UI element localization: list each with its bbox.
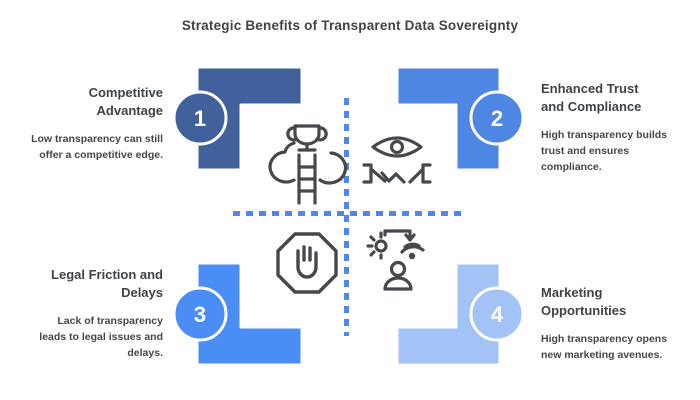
trophy-ladder-icon [268, 124, 348, 205]
quadrant-3-text: Legal Friction and Delays Lack of transp… [5, 266, 163, 361]
block-shape-1 [195, 65, 304, 172]
number-badge-1 [172, 90, 228, 146]
number-badge-4 [469, 286, 525, 342]
quadrant-4-text: Marketing Opportunities High transparenc… [541, 284, 693, 364]
number-label-1: 1 [194, 106, 206, 131]
quadrant-1-heading: Competitive Advantage [88, 85, 163, 118]
page-title: Strategic Benefits of Transparent Data S… [181, 18, 519, 33]
quadrant-4-description: High transparency opens new marketing av… [541, 333, 668, 361]
number-badge-2 [469, 90, 525, 146]
eye-handshake-icon [362, 136, 432, 184]
quadrant-1-description: Low transparency can still offer a compe… [31, 133, 163, 161]
quadrant-4-heading: Marketing Opportunities [541, 285, 627, 318]
quadrant-3-description: Lack of transparency leads to legal issu… [39, 315, 163, 359]
quadrant-2-heading: Enhanced Trust and Compliance [541, 81, 642, 114]
number-label-2: 2 [491, 106, 503, 131]
stop-hand-icon [276, 232, 338, 294]
quadrant-2-text: Enhanced Trust and Compliance High trans… [541, 80, 693, 175]
number-label-4: 4 [491, 302, 504, 327]
block-shape-2 [395, 65, 502, 172]
number-badge-3 [172, 286, 228, 342]
number-label-3: 3 [194, 302, 206, 327]
quadrant-2-description: High transparency builds trust and ensur… [541, 129, 668, 173]
block-shape-4 [395, 261, 502, 367]
quadrant-3-heading: Legal Friction and Delays [51, 267, 163, 300]
broadcast-person-icon [366, 229, 425, 291]
quadrant-1-text: Competitive Advantage Low transparency c… [5, 84, 163, 164]
block-shape-3 [195, 261, 304, 367]
